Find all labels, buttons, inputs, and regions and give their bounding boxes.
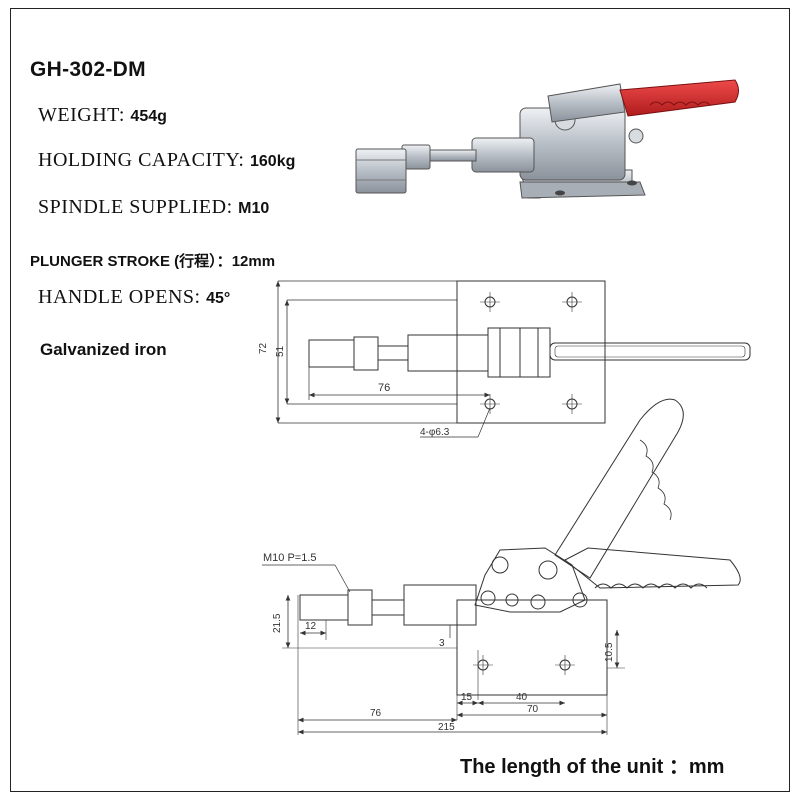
spec-handle-opens: HANDLE OPENS: 45°	[38, 286, 230, 309]
spec-weight: WEIGHT: 454g	[38, 104, 167, 127]
spec-holding-capacity: HOLDING CAPACITY: 160kg	[38, 149, 295, 172]
side-dim-3: 3	[439, 638, 445, 649]
top-holes-label: 4-φ6.3	[420, 427, 450, 438]
side-dim-10-5: 10.5	[604, 642, 615, 662]
spec-weight-value: 454g	[130, 108, 167, 125]
side-view-drawing	[262, 398, 741, 735]
spec-holding-capacity-label: HOLDING CAPACITY:	[38, 149, 245, 171]
top-dim-51: 51	[275, 345, 286, 357]
spec-plunger-stroke-value: 12mm	[231, 253, 276, 270]
spec-weight-label: WEIGHT:	[38, 104, 125, 126]
spec-handle-opens-value: 45°	[206, 290, 231, 307]
unit-note: The length of the unit ：mm	[460, 756, 725, 778]
top-view-drawing	[275, 280, 751, 438]
spec-plunger-stroke: PLUNGER STROKE (行程）：12mm	[30, 250, 275, 271]
spec-spindle-value: M10	[238, 200, 270, 217]
side-dim-15: 15	[461, 692, 473, 703]
side-dim-215: 215	[438, 722, 455, 733]
side-dim-70: 70	[527, 704, 539, 715]
side-dim-21-5: 21.5	[272, 613, 283, 633]
top-dim-72: 72	[258, 342, 269, 354]
spec-plunger-stroke-label: PLUNGER STROKE (行程）：	[30, 253, 232, 270]
product-photo	[355, 79, 739, 199]
spec-handle-opens-label: HANDLE OPENS:	[38, 286, 201, 308]
spec-holding-capacity-value: 160kg	[250, 153, 296, 170]
side-thread-label: M10 P=1.5	[263, 552, 317, 564]
spec-spindle-label: SPINDLE SUPPLIED:	[38, 196, 233, 218]
side-dim-40: 40	[516, 692, 528, 703]
top-dim-76: 76	[378, 382, 390, 394]
outer-frame	[10, 8, 790, 792]
side-dim-76: 76	[370, 708, 382, 719]
side-dim-12: 12	[305, 621, 317, 632]
spec-spindle: SPINDLE SUPPLIED: M10	[38, 196, 269, 219]
model-title: GH-302-DM	[30, 58, 146, 81]
material-text: Galvanized iron	[40, 340, 167, 359]
